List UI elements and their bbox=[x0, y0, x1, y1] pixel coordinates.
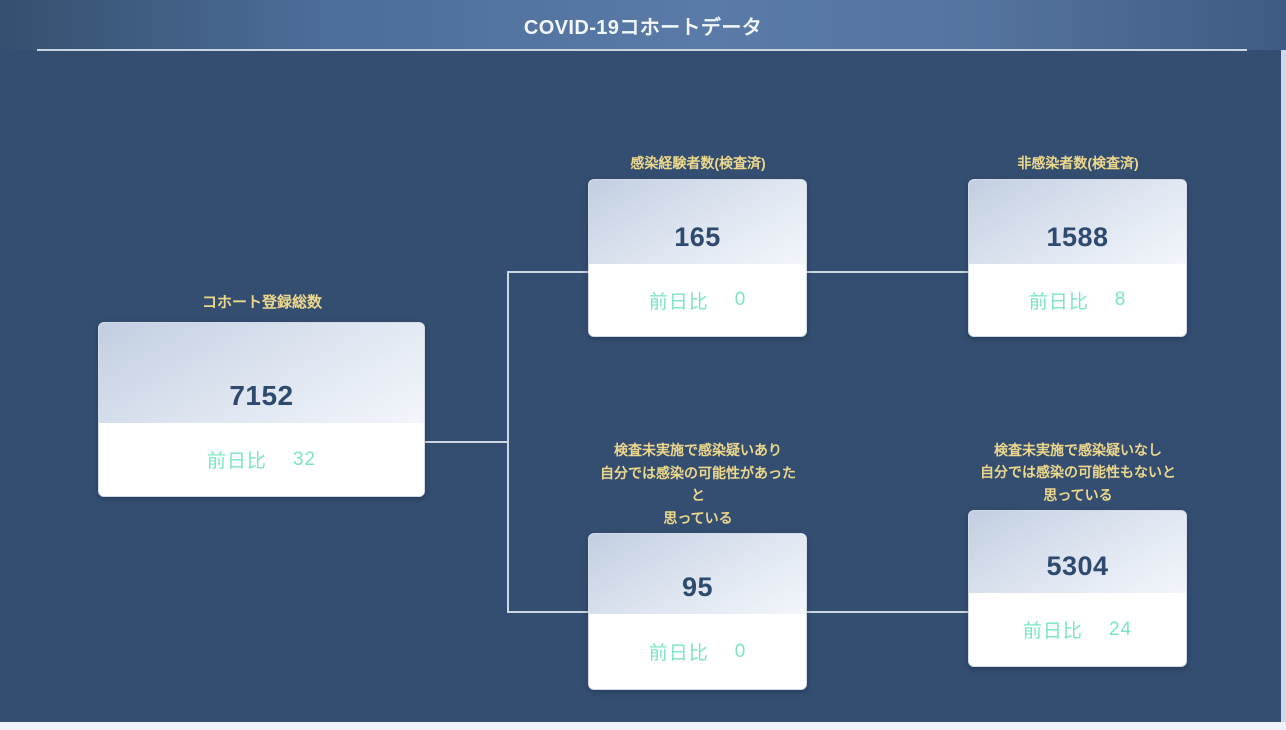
card-infected-tested: 165 前日比 0 bbox=[588, 179, 807, 337]
infected-tested-value: 165 bbox=[674, 222, 721, 252]
delta-section: 前日比 0 bbox=[589, 614, 806, 689]
connector-root-to-branch bbox=[425, 441, 508, 443]
delta-section: 前日比 24 bbox=[969, 593, 1186, 666]
delta-section: 前日比 32 bbox=[99, 423, 424, 496]
card-not-infected-tested: 1588 前日比 8 bbox=[968, 179, 1187, 337]
page-title: COVID-19コホートデータ bbox=[523, 17, 763, 39]
connector-to-suspect-card bbox=[507, 611, 588, 613]
delta-section: 前日比 0 bbox=[589, 264, 806, 336]
delta-label: 前日比 bbox=[648, 643, 709, 664]
connector-infected-to-clear-card bbox=[807, 271, 968, 273]
total-cohort-value: 7152 bbox=[229, 380, 294, 411]
card-label-not-infected-tested: 非感染者数(検査済) bbox=[1017, 154, 1139, 171]
delta-value: 32 bbox=[292, 448, 317, 470]
card-label-untested-not-suspected: 検査未実施で感染疑いなし 自分では感染の可能性もないと 思っている bbox=[980, 441, 1176, 503]
value-section: 95 bbox=[589, 534, 806, 614]
delta-value: 0 bbox=[734, 640, 747, 662]
delta-section: 前日比 8 bbox=[969, 264, 1186, 336]
value-section: 1588 bbox=[969, 180, 1186, 264]
value-section: 165 bbox=[589, 180, 806, 264]
untested-suspected-value: 95 bbox=[681, 572, 714, 602]
card-untested-not-suspected: 5304 前日比 24 bbox=[968, 510, 1187, 667]
page-edge-bottom bbox=[0, 722, 1286, 730]
card-label-untested-suspected: 検査未実施で感染疑いあり 自分では感染の可能性があった と 思っている bbox=[600, 442, 796, 526]
card-total-cohort: 7152 前日比 32 bbox=[98, 322, 425, 497]
delta-value: 0 bbox=[734, 289, 747, 310]
delta-label: 前日比 bbox=[206, 451, 267, 472]
value-section: 5304 bbox=[969, 511, 1186, 593]
untested-not-suspected-value: 5304 bbox=[1046, 551, 1109, 581]
card-label-total-cohort: コホート登録総数 bbox=[201, 294, 323, 311]
delta-label: 前日比 bbox=[1028, 291, 1089, 313]
not-infected-tested-value: 1588 bbox=[1046, 222, 1109, 252]
delta-label: 前日比 bbox=[648, 291, 709, 313]
delta-value: 24 bbox=[1108, 618, 1133, 640]
delta-value: 8 bbox=[1114, 289, 1127, 310]
connector-to-infected-card bbox=[507, 271, 588, 273]
header-bar: COVID-19コホートデータ bbox=[0, 0, 1286, 50]
value-section: 7152 bbox=[99, 323, 424, 423]
connector-suspect-to-nosuspect-card bbox=[807, 611, 968, 613]
card-untested-suspected: 95 前日比 0 bbox=[588, 533, 807, 690]
page-edge-right bbox=[1281, 50, 1286, 722]
connector-branch-vertical bbox=[507, 271, 509, 612]
card-label-infected-tested: 感染経験者数(検査済) bbox=[630, 154, 766, 171]
header-divider bbox=[37, 49, 1247, 51]
delta-label: 前日比 bbox=[1022, 621, 1083, 642]
